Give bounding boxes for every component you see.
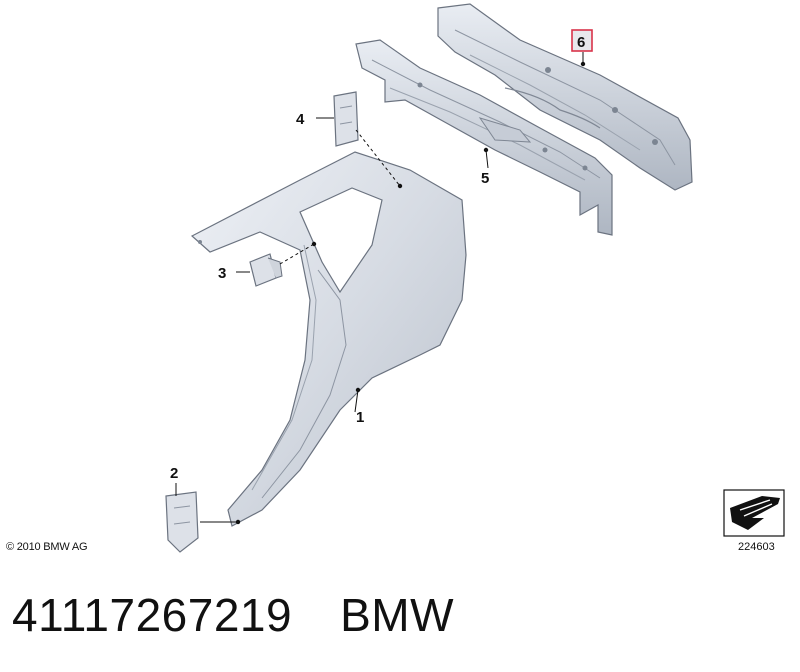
callout-4[interactable]: 4 [296,111,305,128]
leader-dots [235,61,586,525]
parts-diagram: 1 2 3 4 5 6 [165,3,785,553]
part-4-bracket [333,91,359,147]
callout-5[interactable]: 5 [481,170,489,187]
part-5-lower-crossmember [355,39,613,236]
svg-text:5: 5 [481,170,489,187]
svg-text:1: 1 [356,409,364,426]
part-6-rear-crossmember [437,3,693,191]
diagram-number: 224603 [738,541,775,553]
part-2-bracket [165,491,199,553]
part-3-bracket [249,253,283,287]
part-caption: 41117267219 BMW [12,588,454,642]
svg-text:6: 6 [577,34,585,51]
copyright-notice: © 2010 BMW AG [6,541,88,553]
svg-text:4: 4 [296,111,305,128]
svg-text:2: 2 [170,465,178,482]
brand-name: BMW [340,589,455,641]
callout-3[interactable]: 3 [218,265,226,282]
svg-text:3: 3 [218,265,226,282]
part-number: 41117267219 [12,589,293,641]
orientation-arrow-icon [723,489,785,537]
callout-1[interactable]: 1 [356,409,364,426]
callout-6-highlight-box [571,29,593,52]
callout-2[interactable]: 2 [170,465,178,482]
part-1-side-panel [190,151,467,527]
callout-6-highlighted[interactable]: 6 [571,29,593,52]
